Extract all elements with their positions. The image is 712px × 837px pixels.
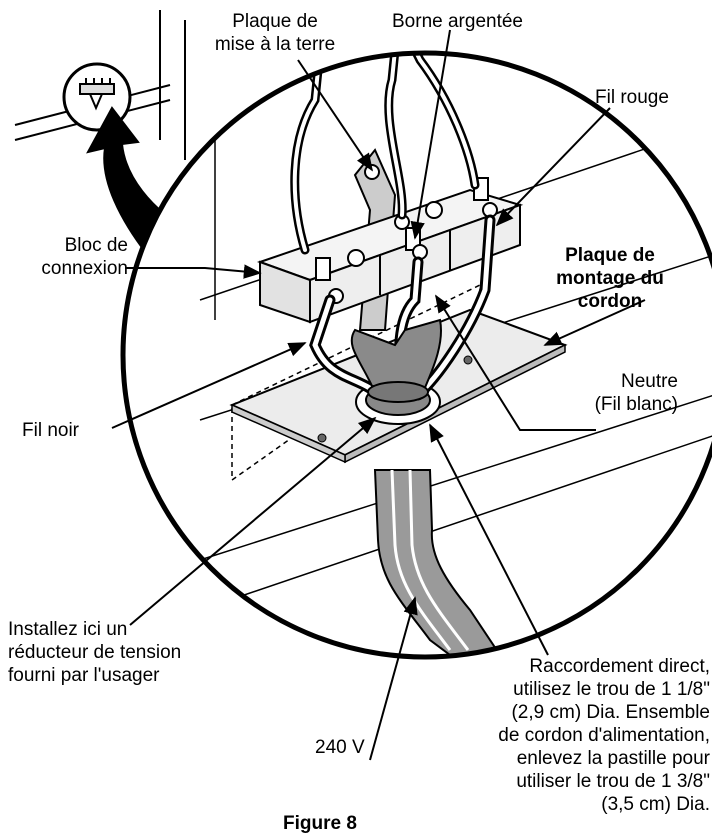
- label-grounding-plate: Plaque de mise à la terre: [214, 11, 336, 55]
- label-neutral: Neutre (Fil blanc): [594, 371, 678, 415]
- magnifier-circle: [120, 50, 712, 660]
- label-red-wire: Fil rouge: [595, 87, 669, 108]
- label-cord-mounting-plate: Plaque de montage du cordon: [556, 245, 664, 312]
- label-direct-connection: Raccordement direct, utilisez le trou de…: [498, 656, 710, 815]
- figure-title: Figure 8: [283, 813, 357, 834]
- magnified-view: [123, 53, 712, 657]
- label-strain-relief: Installez ici un réducteur de tension fo…: [8, 619, 182, 686]
- label-voltage: 240 V: [315, 737, 365, 758]
- label-black-wire: Fil noir: [22, 420, 80, 441]
- label-silver-terminal: Borne argentée: [392, 11, 523, 32]
- label-terminal-block: Bloc de connexion: [41, 235, 128, 279]
- leader-lines: [111, 29, 646, 761]
